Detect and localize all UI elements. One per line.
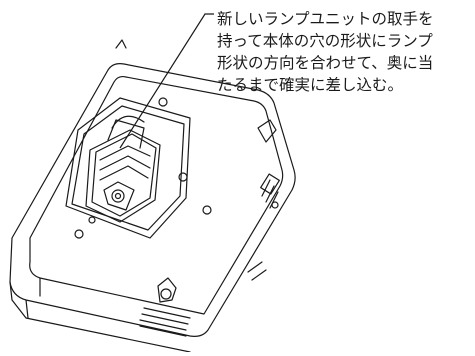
caption-line-1: 新しいランプユニットの取手を (217, 10, 434, 28)
side-vents (139, 179, 279, 337)
screw (158, 97, 168, 107)
projector-body-outline (9, 63, 296, 337)
lamp-handle (111, 115, 145, 129)
lamp-cover-panel (65, 97, 191, 239)
front-panel (9, 281, 191, 353)
foot-rear-right (257, 119, 277, 143)
foot-front-left (157, 277, 177, 303)
caption-line-3: 形状の方向を合わせて、奥に当 (217, 54, 434, 72)
lamp-unit (85, 119, 161, 223)
leader-line (119, 13, 214, 149)
projector-top-edge (29, 75, 284, 315)
caption-line-4: たるまで確実に差し込む。 (217, 76, 404, 94)
instruction-caption: 新しいランプユニットの取手を 持って本体の穴の形状にランプ 形状の方向を合わせて… (217, 8, 469, 96)
caption-line-2: 持って本体の穴の形状にランプ (217, 32, 433, 50)
